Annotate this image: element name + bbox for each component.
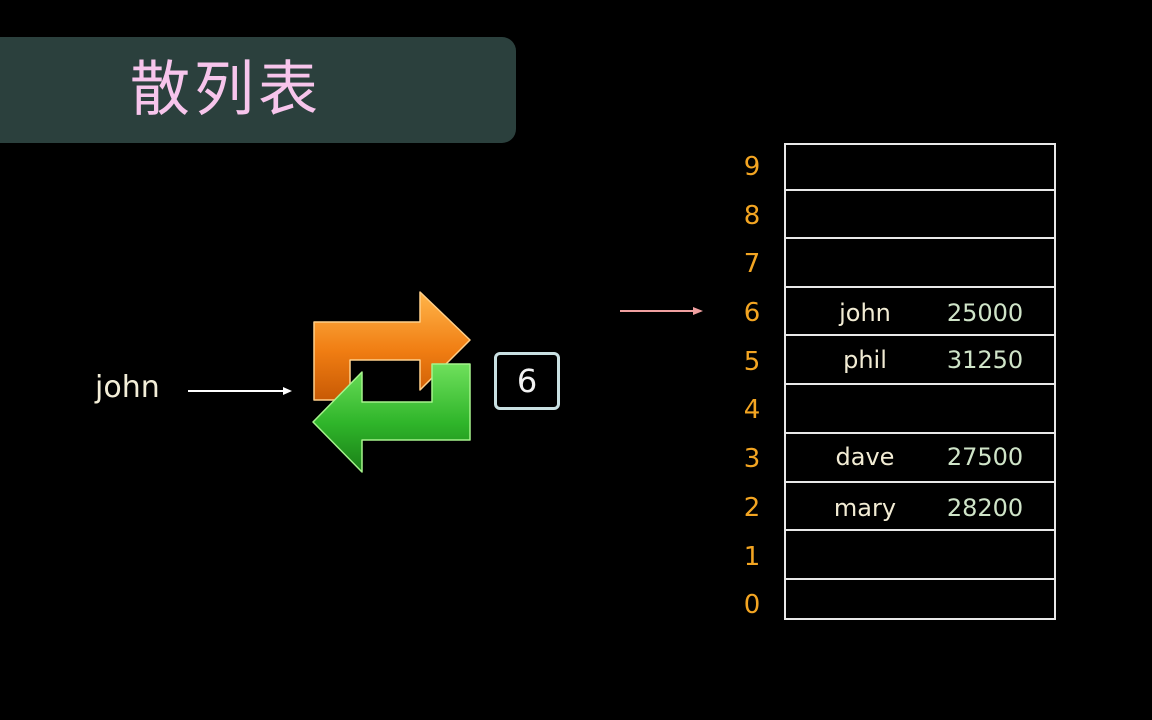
row-divider (786, 189, 1054, 191)
input-key-label: john (95, 370, 160, 405)
bucket-index-1: 1 (743, 542, 761, 572)
page-title: 散列表 (130, 55, 322, 125)
row-divider (786, 481, 1054, 483)
row-divider (786, 237, 1054, 239)
entry-name-dave: dave (835, 443, 895, 471)
bucket-index-7: 7 (743, 249, 761, 279)
entry-value-dave: 27500 (946, 443, 1024, 471)
bucket-index-8: 8 (743, 201, 761, 231)
bucket-index-2: 2 (743, 493, 761, 523)
bucket-index-6: 6 (743, 298, 761, 328)
row-divider (786, 334, 1054, 336)
bucket-index-4: 4 (743, 395, 761, 425)
key-to-hash-arrow (188, 387, 292, 395)
title-banner (0, 37, 516, 143)
bucket-index-0: 0 (743, 590, 761, 620)
entry-value-mary: 28200 (946, 494, 1024, 522)
pointer-to-bucket-arrow (620, 307, 703, 315)
bucket-index-3: 3 (743, 444, 761, 474)
entry-name-phil: phil (843, 346, 887, 374)
entry-value-john: 25000 (946, 299, 1024, 327)
entry-value-phil: 31250 (946, 346, 1024, 374)
hash-table (784, 143, 1056, 620)
entry-name-mary: mary (833, 494, 897, 522)
row-divider (786, 529, 1054, 531)
row-divider (786, 432, 1054, 434)
row-divider (786, 383, 1054, 385)
entry-name-john: john (839, 299, 891, 327)
refresh-arrows-icon (312, 291, 471, 473)
row-divider (786, 286, 1054, 288)
hash-result-box: 6 (494, 352, 560, 410)
bucket-index-9: 9 (743, 152, 761, 182)
row-divider (786, 578, 1054, 580)
bucket-index-5: 5 (743, 347, 761, 377)
